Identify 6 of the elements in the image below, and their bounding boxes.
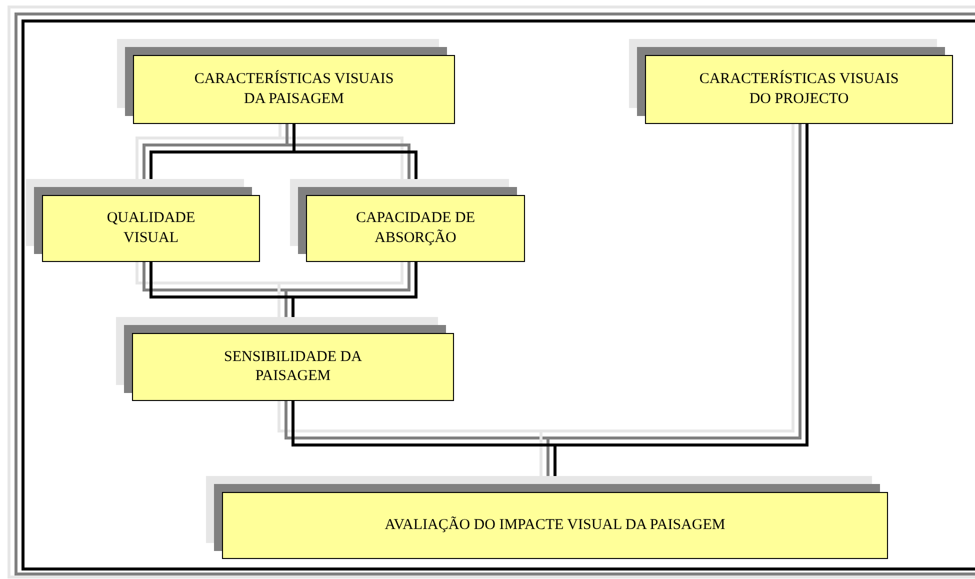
- box-text: CARACTERÍSTICAS VISUAIS DA PAISAGEM: [194, 70, 394, 108]
- box-text: CAPACIDADE DE ABSORÇÃO: [354, 209, 476, 248]
- box-text: CARACTERÍSTICAS VISUAIS DO PROJECTO: [699, 70, 899, 108]
- box-text: SENSIBILIDADE DA PAISAGEM: [223, 348, 363, 386]
- box-text: AVALIAÇÃO DO IMPACTE VISUAL DA PAISAGEM: [384, 516, 726, 535]
- box-text: QUALIDADE VISUAL: [106, 209, 196, 248]
